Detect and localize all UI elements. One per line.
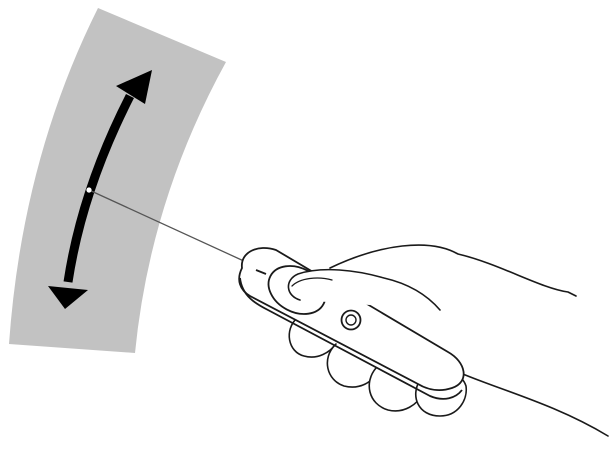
projection-band bbox=[9, 8, 226, 353]
laser-dot bbox=[86, 187, 91, 192]
device-small-button bbox=[342, 311, 361, 330]
